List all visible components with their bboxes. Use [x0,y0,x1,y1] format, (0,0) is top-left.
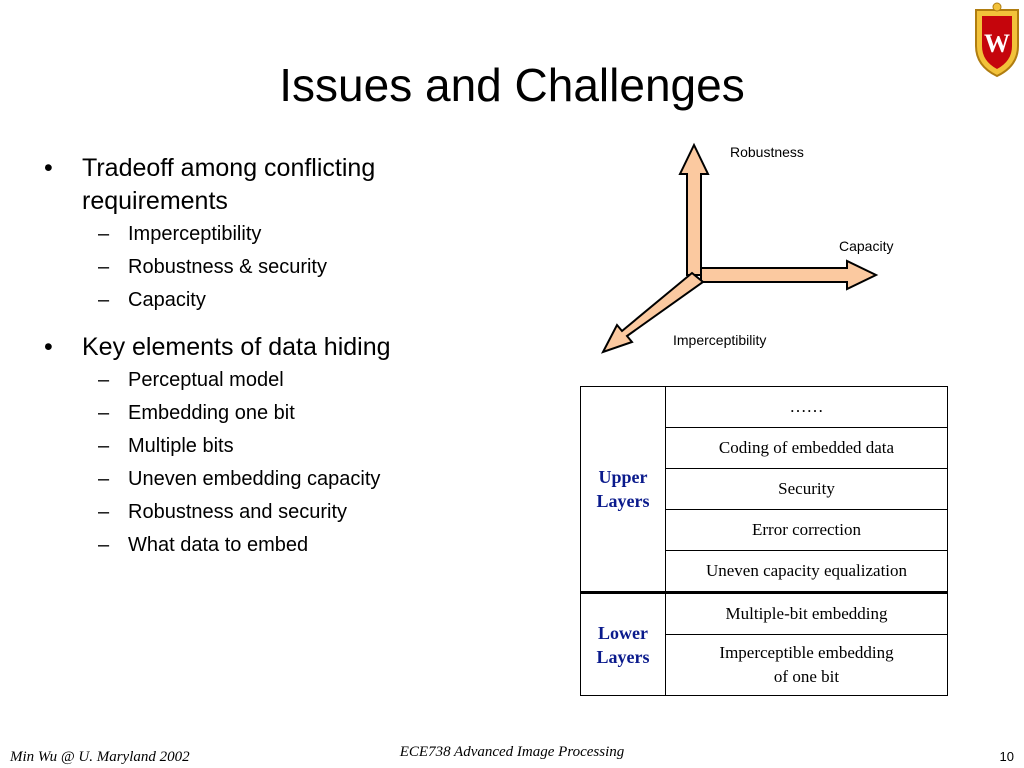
sub-bullet-text: Imperceptibility [128,223,262,245]
sub-bullet-item: –Imperceptibility [44,218,504,251]
bullet-marker: • [44,333,53,361]
footer-author: Min Wu @ U. Maryland 2002 [10,749,190,765]
sub-bullet-item: –Capacity [44,284,504,317]
sub-bullet-item: –Uneven embedding capacity [44,463,504,496]
uw-crest-logo: W [975,2,1019,78]
imperceptibility-label: Imperceptibility [673,332,767,348]
layer-cell: Security [665,468,948,510]
sub-bullet-item: –Embedding one bit [44,397,504,430]
layer-cell: Coding of embedded data [665,427,948,469]
page-number: 10 [999,749,1014,764]
capacity-arrow [700,259,879,291]
sub-bullet-item: –Perceptual model [44,364,504,397]
sub-bullet-text: Embedding one bit [128,402,295,424]
layer-cell: Error correction [665,509,948,551]
capacity-label: Capacity [839,238,894,254]
slide-title: Issues and Challenges [279,59,745,111]
bullet-marker: • [44,154,53,182]
sub-bullet-text: Perceptual model [128,369,284,391]
sub-bullet-text: Multiple bits [128,435,234,457]
sub-bullet-text: Robustness and security [128,501,348,523]
sub-bullet-text: Uneven embedding capacity [128,468,381,490]
sub-bullet-text: Capacity [128,289,206,311]
sub-bullet-item: –What data to embed [44,529,504,562]
layer-cell: Multiple-bit embedding [665,591,948,635]
sub-bullet-text: Robustness & security [128,256,327,278]
robustness-label: Robustness [730,144,804,160]
crest-letter: W [984,29,1010,58]
sub-bullet-item: –Multiple bits [44,430,504,463]
footer-course: ECE738 Advanced Image Processing [399,744,625,760]
sub-bullet-item: –Robustness and security [44,496,504,529]
layer-cell: Uneven capacity equalization [665,550,948,593]
robustness-arrow [678,142,710,276]
layer-cell: …… [665,386,948,428]
bullet-text: Key elements of data hiding [82,333,391,361]
sub-bullet-text: What data to embed [128,534,309,556]
axes-svg [600,142,879,354]
imperceptibility-arrow [600,271,705,354]
bullet-item: • Key elements of data hiding [44,331,504,364]
tradeoff-axes-diagram: Robustness Capacity Imperceptibility [590,130,920,360]
sub-bullet-item: –Robustness & security [44,251,504,284]
